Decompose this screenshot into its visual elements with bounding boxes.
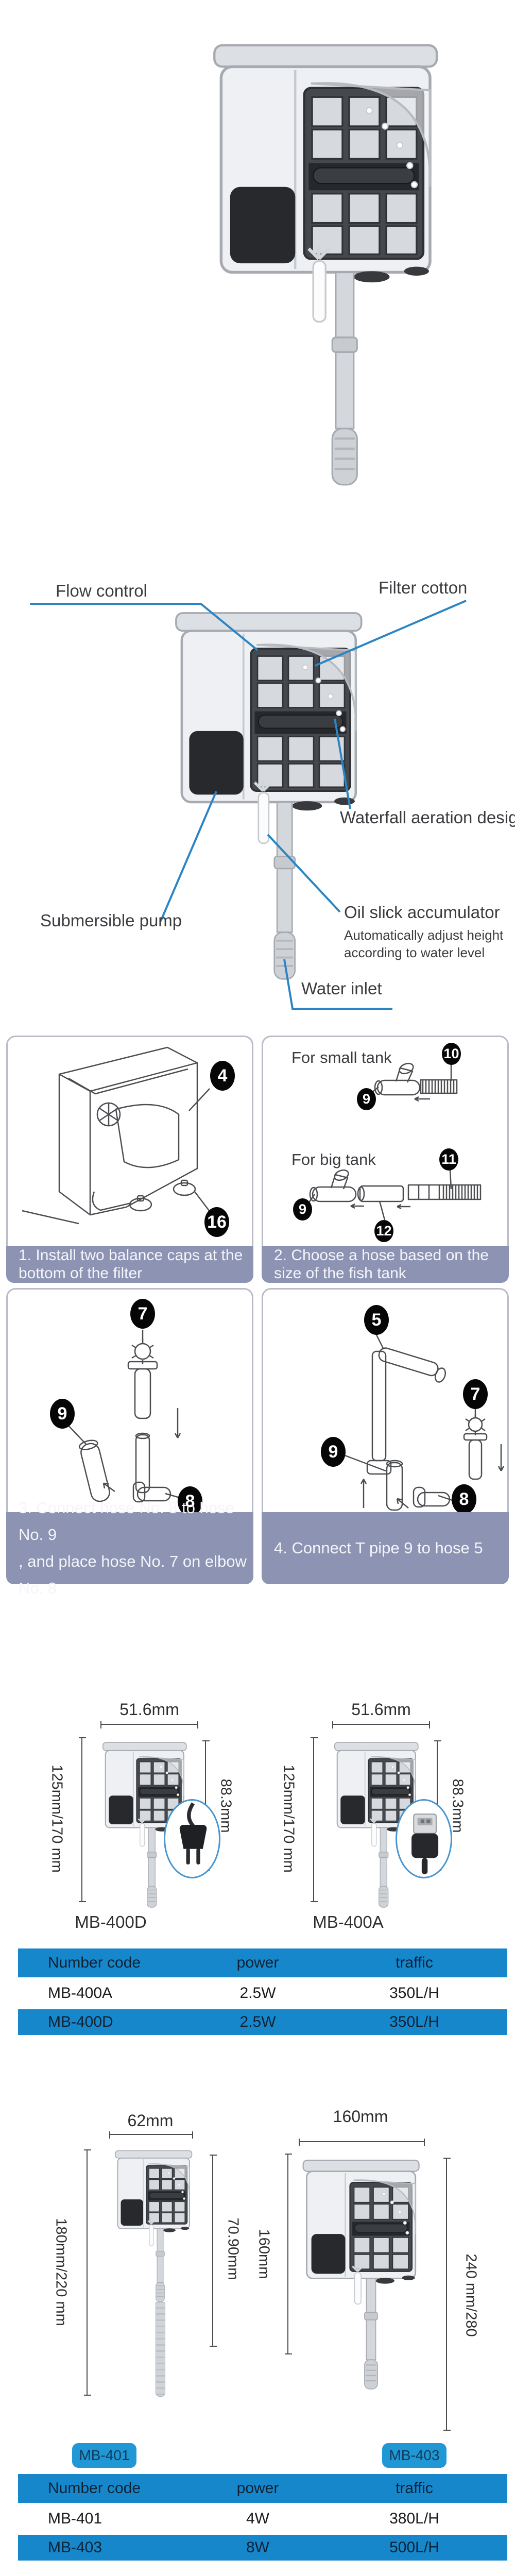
model-label-mb400a: MB-400A [313, 1912, 384, 1931]
step3-caption: 3. Connect hose No. 8 to hose No. 9 , an… [6, 1499, 253, 1597]
dims-mb400-section: 51.6mm 125mm/170 mm 88.3mm MB-400D 51.6m… [0, 1690, 515, 1947]
dim-left-label: 125mm/170 mm [280, 1765, 297, 1873]
mb401-illustration [111, 2142, 196, 2304]
dim-right-label: 240 mm/280 [462, 2253, 479, 2337]
dims-mb401-section: 62mm 180mm/220 mm 70.90mm MB-401 160mm 1… [0, 2107, 515, 2473]
part-badge: 7 [130, 1299, 155, 1329]
step4-drawing [339, 1334, 505, 1511]
step4-caption: 4. Connect T pipe 9 to hose 5 [262, 1512, 509, 1584]
spec-table-mb400: Number code power traffic MB-400A 2.5W 3… [18, 1948, 507, 2035]
part-badge: 9 [293, 1198, 312, 1221]
table-header-row: Number code power traffic [18, 1948, 507, 1977]
part-badge: 9 [50, 1399, 75, 1429]
part-badge: 7 [463, 1379, 488, 1409]
eu-plug-inset [164, 1799, 220, 1878]
table-row: MB-403 8W 500L/H [18, 2535, 507, 2561]
step-panel-2: For small tank For big tank 10 9 11 9 12… [262, 1036, 509, 1283]
callout-oil-slick: Oil slick accumulator [344, 903, 500, 922]
dim-line-right [210, 2155, 217, 2347]
dim-left-label: 160mm [255, 2229, 272, 2279]
step2-small-tank-label: For small tank [291, 1048, 392, 1066]
part-badge: 8 [178, 1486, 202, 1516]
callout-waterfall: Waterfall aeration design [340, 808, 515, 827]
usb-plug-icon [411, 1814, 439, 1875]
header-power: power [236, 1954, 279, 1971]
step1-drawing [22, 1046, 212, 1225]
eu-plug-icon [165, 1801, 219, 1877]
part-badge: 12 [374, 1220, 393, 1242]
callout-lines [30, 600, 467, 1010]
dim-line-top [299, 2139, 425, 2146]
part-badge: 11 [439, 1148, 458, 1171]
dim-right-label: 88.3mm [449, 1778, 466, 1833]
dim-right-label: 88.3mm [217, 1778, 234, 1833]
dim-right-label: 70.90mm [225, 2217, 242, 2280]
dim-line-top [100, 1721, 198, 1728]
step2-big-tank-label: For big tank [291, 1150, 376, 1168]
dim-top-label: 62mm [127, 2111, 174, 2130]
header-traffic: traffic [396, 2480, 433, 2497]
step-panel-3: 7 9 8 3. Connect hose No. 8 to hose No. … [6, 1288, 253, 1597]
dim-top-label: 160mm [333, 2107, 388, 2126]
mb403-illustration [296, 2147, 425, 2393]
part-badge: 16 [204, 1207, 229, 1237]
dim-left-label: 125mm/170 mm [48, 1765, 65, 1873]
callout-oil-slick-sub2: according to water level [344, 945, 485, 960]
callout-oil-slick-sub1: Automatically adjust height [344, 927, 504, 943]
step3-drawing [65, 1330, 181, 1503]
table-header-row: Number code power traffic [18, 2474, 507, 2503]
dim-line-left [311, 1737, 318, 1902]
step-panel-1: 4 16 1. Install two balance caps at the … [6, 1036, 253, 1283]
part-badge: 5 [364, 1305, 389, 1335]
dim-line-left [285, 2154, 292, 2354]
step-panel-4: 5 7 9 8 4. Connect T pipe 9 to hose 5 [262, 1288, 509, 1584]
callout-filter-cotton: Filter cotton [379, 578, 468, 597]
spec-table-mb401: Number code power traffic MB-401 4W 380L… [18, 2474, 507, 2561]
step1-caption: 1. Install two balance caps at the botto… [6, 1246, 253, 1283]
header-number-code: Number code [48, 1954, 141, 1971]
part-badge: 8 [452, 1484, 476, 1514]
callout-submersible-pump: Submersible pump [40, 911, 182, 930]
dim-line-left [84, 2149, 91, 2396]
dim-line-left [79, 1737, 86, 1902]
dim-top-label: 51.6mm [119, 1700, 179, 1719]
callout-flow-control: Flow control [56, 581, 147, 600]
model-pill-mb401: MB-401 [72, 2443, 136, 2468]
dim-line-top [332, 1721, 430, 1728]
table-row: MB-400A 2.5W 350L/H [18, 1980, 507, 2006]
dim-line-top [109, 2131, 193, 2139]
part-badge: 9 [357, 1088, 376, 1110]
callout-water-inlet: Water inlet [301, 979, 382, 998]
dim-left-label: 180mm/220 mm [53, 2218, 70, 2326]
dim-top-label: 51.6mm [351, 1700, 411, 1719]
step2-drawing [307, 1062, 482, 1221]
intake-tube-extension [156, 2302, 165, 2397]
header-number-code: Number code [48, 2480, 141, 2497]
part-badge: 10 [442, 1043, 461, 1065]
table-row: MB-401 4W 380L/H [18, 2506, 507, 2532]
header-power: power [236, 2480, 279, 2497]
table-row: MB-400D 2.5W 350L/H [18, 2009, 507, 2035]
part-badge: 9 [321, 1437, 346, 1467]
usb-plug-inset [396, 1799, 452, 1878]
model-pill-mb403: MB-403 [382, 2443, 447, 2468]
feature-callout-section: Flow control Filter cotton Waterfall aer… [0, 567, 515, 1030]
header-traffic: traffic [396, 1954, 433, 1971]
step2-caption: 2. Choose a hose based on the size of th… [262, 1246, 509, 1283]
part-badge: 4 [210, 1061, 235, 1091]
dim-line-right [443, 2158, 451, 2431]
model-label-mb400d: MB-400D [75, 1912, 147, 1931]
hero-product-photo [201, 21, 448, 493]
